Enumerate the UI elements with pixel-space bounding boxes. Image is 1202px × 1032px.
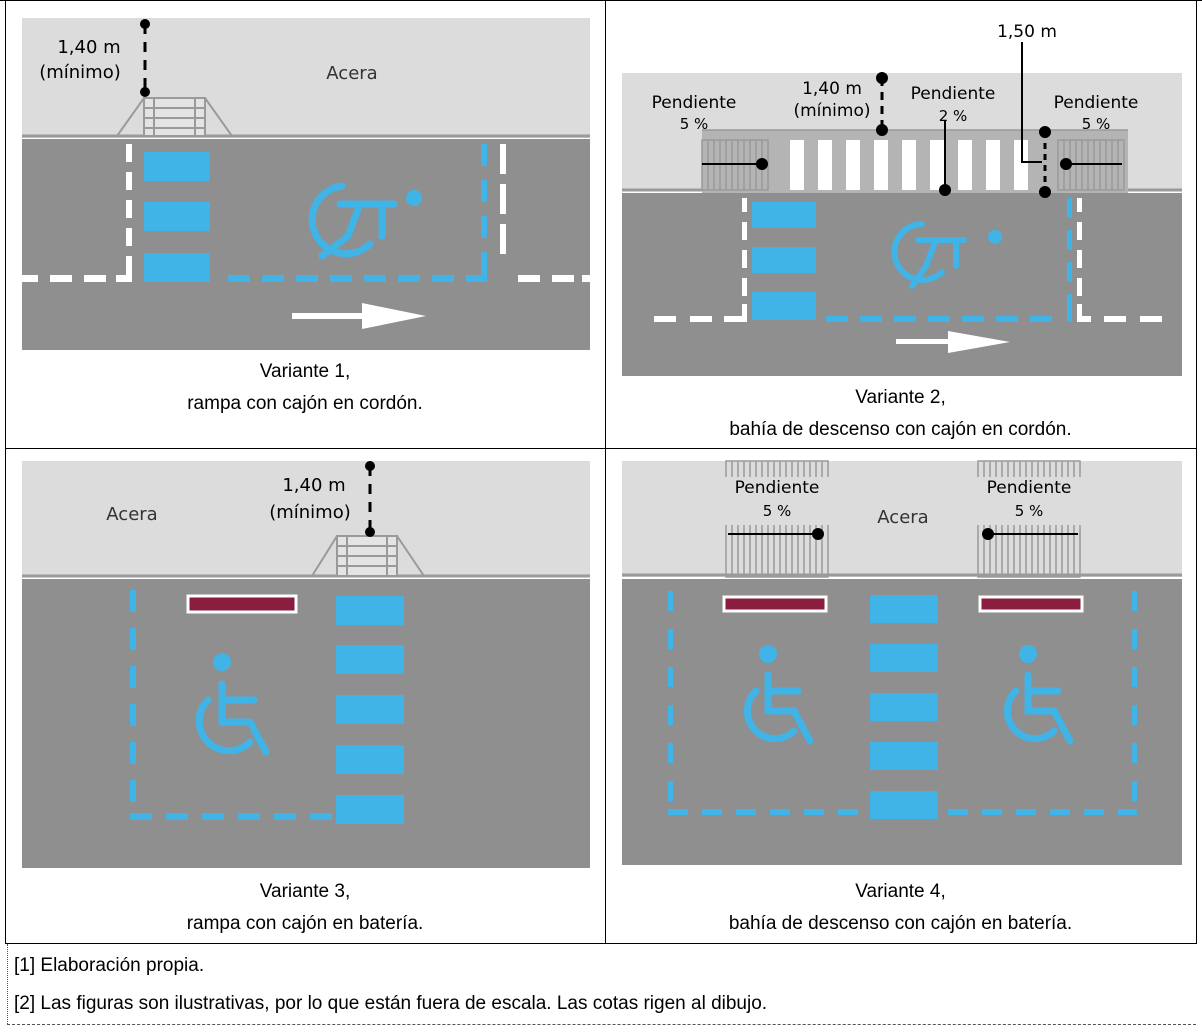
caption-title: Variante 3, [259,881,351,902]
no-parking-stripe [186,594,298,614]
dimension-value: 1,40 m [802,79,862,99]
variants-table [0,0,1202,944]
caption-description: bahía de descenso con cajón en batería. [728,913,1073,934]
dimension-top: 1,50 m [997,22,1057,42]
sidewalk-label: Acera [106,504,157,525]
accessible-bay-markings [228,144,487,282]
sidewalk [22,18,590,138]
caption-description: rampa con cajón en cordón. [187,393,423,414]
accessibility-icon [308,182,422,260]
direction-arrow-icon [292,303,426,329]
dimension-value: 1,40 m [57,37,120,58]
caption-title: Variante 1, [259,361,351,382]
accessibility-icon [195,653,270,756]
slope-right-label: Pendiente [1054,93,1139,113]
variant-2-caption: Variante 2, bahía de descenso con cajón … [605,382,1196,446]
sidewalk [622,461,1182,577]
lane-markings [654,198,1162,322]
caption-description: rampa con cajón en batería. [186,913,424,934]
variant-1-caption: Variante 1, rampa con cajón en cordón. [5,356,605,420]
caption-title: Variante 4, [855,881,946,902]
slope-right-label-bg [974,477,1086,525]
slope-right-value: 5 % [1015,502,1044,520]
table-border-right [1196,1,1197,944]
dimension-lines [702,42,1122,198]
caption-description: bahía de descenso con cajón en cordón. [729,419,1072,440]
accessible-bay-markings [826,198,1072,322]
sidewalk-label: Acera [326,63,377,84]
slope-left-value: 5 % [763,502,792,520]
sidewalk [22,461,590,577]
slope-right-label: Pendiente [987,478,1072,498]
slope-left-value: 5 % [680,115,709,133]
table-divider-horizontal [5,448,1197,449]
no-parking-stripe-left [722,595,828,613]
accessible-bay-markings [668,591,1137,815]
no-parking-stripe-right [978,595,1084,613]
slope-mid-value: 2 % [939,107,968,125]
slope-left-label: Pendiente [735,478,820,498]
accessibility-icon [1003,645,1074,745]
table-border-bottom [5,943,1197,944]
variant-4-caption: Variante 4, bahía de descenso con cajón … [605,876,1196,940]
variant-2-figure: 1,50 m 1,40 m (mínimo) Pendiente 5 % Pen… [622,22,1182,376]
slope-mid-label: Pendiente [911,84,996,104]
curb-ramp [116,97,233,137]
crosswalk [336,596,404,824]
dimension-line [365,461,375,537]
notes-border [7,944,8,1024]
caption-title: Variante 2, [855,387,946,408]
variant-3-caption: Variante 3, rampa con cajón en batería. [5,876,605,940]
table-divider-vertical [605,1,606,944]
sidewalk-label: Acera [877,507,928,528]
descent-bay-stripes [790,140,1028,190]
variant-3-figure: 1,40 m (mínimo) Acera [22,461,590,868]
crosswalk [870,595,938,819]
dimension-lines [728,528,1078,540]
accessibility-icon [743,645,814,745]
variant-1-figure: 1,40 m (mínimo) Acera [22,18,590,350]
note-source: [1] Elaboración propia. [14,955,205,976]
road [622,193,1182,376]
slope-right-value: 5 % [1082,115,1111,133]
lane-markings [22,144,590,282]
accessible-bay-markings [130,590,332,820]
accessibility-icon [891,221,1002,289]
dimension-note: (mínimo) [269,502,351,523]
slope-left-label: Pendiente [652,93,737,113]
direction-arrow-icon [896,331,1010,353]
road [22,579,590,868]
notes-bottom-border [7,1024,1196,1025]
crosswalk [752,202,816,320]
dimension-line [140,19,150,97]
slope-left-label-bg [722,477,834,525]
variant-4-figure: Pendiente 5 % Pendiente 5 % Acera [622,460,1182,865]
dimension-value: 1,40 m [282,475,345,496]
dimension-note: (mínimo) [39,62,121,83]
dimension-note: (mínimo) [793,101,870,121]
note-disclaimer: [2] Las figuras son ilustrativas, por lo… [14,993,768,1014]
crosswalk [144,152,210,282]
table-border-left [5,1,6,944]
